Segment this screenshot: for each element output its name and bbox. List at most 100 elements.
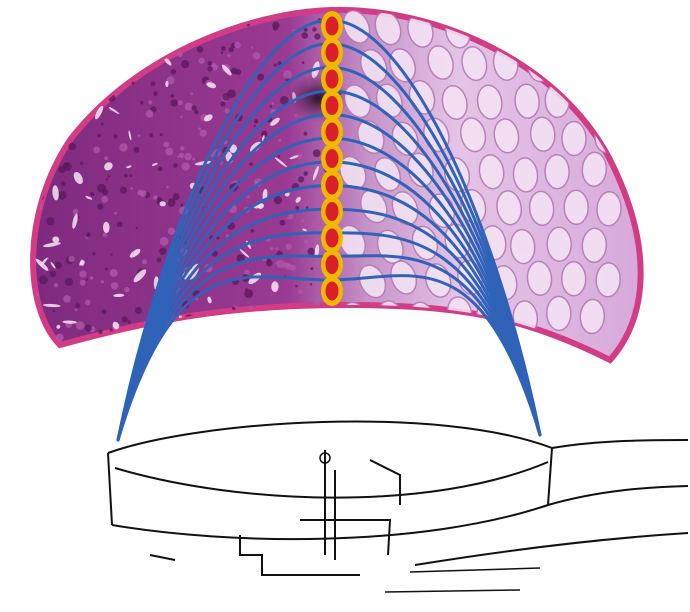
tissue-speckle [36,89,44,97]
tissue-speckle [54,41,62,49]
tissue-speckle [270,105,273,108]
tissue-speckle [73,209,79,215]
bead [321,223,343,253]
tissue-speckle [228,54,231,57]
tissue-speckle [283,316,286,319]
tissue-speckle [174,339,182,347]
tissue-speckle [34,68,41,75]
tissue-speckle [312,27,316,31]
bead-inner [326,43,339,62]
base-right-arm-low [415,533,688,565]
tissue-speckle [157,258,162,263]
tissue-speckle [65,278,73,286]
tissue-speckle [27,120,34,127]
tissue-speckle [218,323,221,326]
tissue-speckle [86,279,88,281]
tissue-speckle [46,217,54,225]
tissue-speckle [72,73,75,76]
tissue-speckle [278,155,281,158]
tissue-speckle [146,110,154,118]
tissue-speckle [31,83,33,85]
tissue-speckle [215,329,218,332]
tissue-speckle [179,153,184,158]
tissue-speckle [35,131,38,134]
bead-inner [326,282,339,301]
tissue-speckle [101,309,106,314]
tissue-speckle [74,73,78,77]
tissue-speckle [292,29,294,31]
tissue-speckle [63,162,69,168]
tissue-speckle [308,248,315,255]
tissue-speckle [33,119,39,125]
tissue-speckle [251,46,253,48]
tissue-oval [561,262,586,296]
tissue-speckle [280,220,286,226]
tissue-speckle [180,146,185,151]
tissue-speckle [238,325,241,328]
tissue-speckle [89,41,97,49]
tissue-speckle [162,41,171,50]
tissue-speckle [170,99,177,106]
tissue-speckle [77,74,85,82]
tissue-oval [512,10,539,46]
tissue-speckle [101,196,108,203]
tissue-speckle [168,227,175,234]
tissue-vessel [177,324,188,335]
tissue-speckle [38,80,46,88]
base-right-arm-mid [548,486,688,505]
tissue-speckle [250,229,254,233]
bead [321,170,343,200]
tissue-speckle [198,128,201,131]
tissue-speckle [222,93,230,101]
tissue-oval [581,83,607,118]
tissue-speckle [50,271,57,278]
tissue-speckle [110,253,112,255]
tissue-speckle [192,330,195,333]
tissue-speckle [142,259,147,264]
tissue-speckle [153,195,158,200]
tissue-speckle [80,280,86,286]
tissue-speckle [97,204,103,210]
tissue-speckle [78,17,86,25]
tissue-speckle [132,82,135,85]
tissue-speckle [257,74,264,81]
tissue-speckle [197,46,204,53]
tissue-speckle [135,307,142,314]
tissue-speckle [274,64,277,67]
tissue-oval [547,227,572,261]
tissue-speckle [182,162,190,170]
tissue-vessel [205,328,216,331]
tissue-speckle [65,120,70,125]
tissue-speckle [278,139,281,142]
tissue-oval [562,121,587,155]
tissue-speckle [196,344,202,350]
tissue-speckle [301,32,308,39]
tissue-speckle [304,171,309,176]
tissue-speckle [83,73,90,80]
tissue-speckle [140,190,147,197]
tissue-speckle [321,312,327,318]
tissue-speckle [220,101,225,106]
tissue-speckle [90,192,94,196]
tissue-speckle [277,260,285,268]
tissue-speckle [313,149,321,157]
tissue-speckle [288,332,293,337]
tissue-speckle [194,110,198,114]
base-outer-arc [108,422,552,453]
tissue-speckle [200,130,207,137]
tissue-speckle [43,139,48,144]
tissue-speckle [112,335,117,340]
tissue-speckle [276,247,279,250]
tissue-speckle [64,127,67,130]
bead [321,250,343,280]
tissue-speckle [178,22,181,25]
tissue-speckle [238,330,242,334]
bead [321,64,343,94]
tissue-speckle [148,100,152,104]
tissue-speckle [120,187,127,194]
tissue-speckle [200,26,204,30]
tissue-speckle [171,94,175,98]
base-ground-line-2 [410,568,540,572]
